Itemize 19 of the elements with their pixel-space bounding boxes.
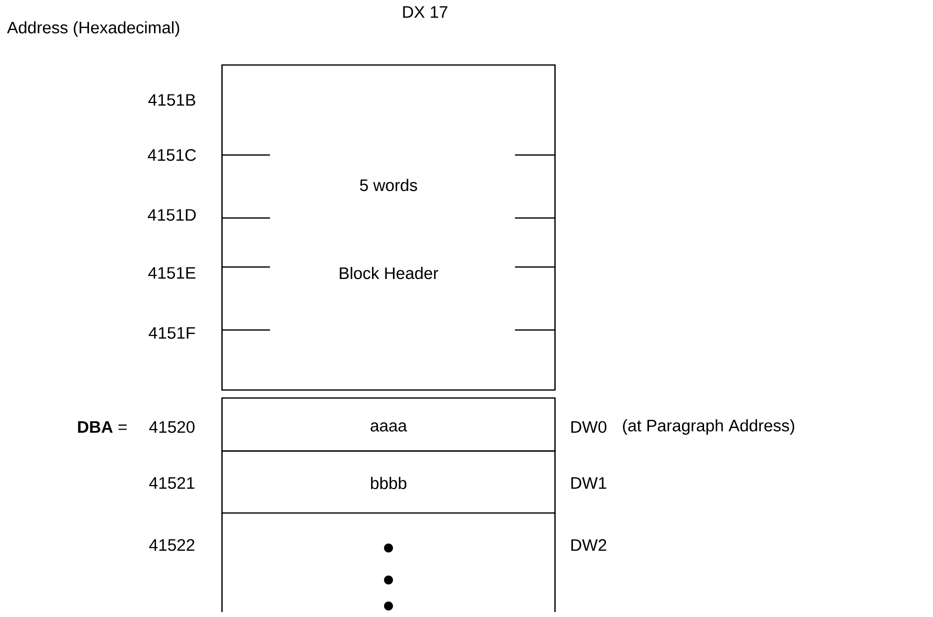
address-label: 41520 [149,421,195,433]
address-label: 4151B [148,94,196,106]
address-label: 41521 [149,477,194,489]
data-word-label: DW1 [571,477,606,489]
open-memory-cell [221,513,556,612]
address-label: 41522 [149,539,194,551]
header-block: 5 words Block Header [221,64,556,391]
memory-cell: bbbb [221,450,556,514]
data-word-label: DW0 [571,421,606,433]
memory-cell: aaaa [221,397,556,452]
address-label: 4151C [148,149,196,161]
address-label: 4151E [148,267,196,279]
data-word-label: (at Paragraph Address) [623,419,794,435]
address-label: 4151D [148,209,196,221]
axis-label: Address (Hexadecimal) [7,21,180,37]
title: DX 17 [403,6,448,18]
data-word-label: DW2 [571,539,606,551]
pointer-label: DBA = [78,421,127,433]
address-label: 4151F [148,327,195,339]
